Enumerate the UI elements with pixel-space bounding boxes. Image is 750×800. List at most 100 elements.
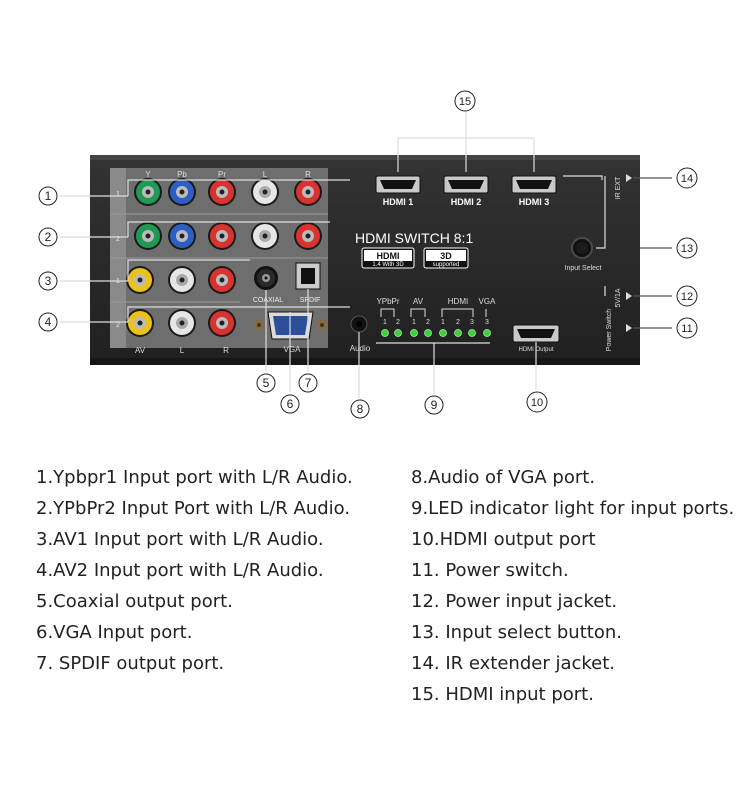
input-select-button[interactable] — [571, 237, 593, 259]
callout-15: 15 — [454, 90, 476, 112]
callout-3: 3 — [38, 271, 58, 291]
spdif-label: SPDIF — [300, 297, 321, 304]
rca-jack-av2-r[interactable] — [208, 309, 236, 337]
coaxial-label: COAXIAL — [253, 297, 283, 304]
hdmi-badge-text: HDMI — [377, 251, 400, 261]
jack-grid-lines — [110, 213, 328, 303]
led-group-av: AV — [413, 297, 424, 306]
legend-right: 8.Audio of VGA port. 9.LED indicator lig… — [411, 462, 734, 710]
led-number: 3 — [485, 319, 489, 326]
svg-text:2: 2 — [45, 230, 52, 244]
legend-item-7: 7. SPDIF output port. — [36, 653, 225, 674]
power-input-label: 5V/1A — [615, 288, 622, 307]
rca-jack-av1-r[interactable] — [208, 266, 236, 294]
rca-jack-av2-l[interactable] — [168, 309, 196, 337]
led-number: 2 — [396, 319, 400, 326]
callout-8: 8 — [350, 399, 370, 419]
hdmi-3-label: HDMI 3 — [519, 197, 550, 207]
svg-text:6: 6 — [287, 397, 294, 411]
vga-audio-jack[interactable] — [350, 315, 368, 333]
svg-text:8: 8 — [357, 402, 364, 416]
led-light — [439, 329, 447, 337]
svg-text:5: 5 — [263, 376, 270, 390]
callout-13: 13 — [676, 237, 698, 259]
callout-5: 5 — [256, 373, 276, 393]
hdmi-2-label: HDMI 2 — [451, 197, 482, 207]
header-r: R — [305, 170, 311, 179]
rca-jack-row1-pr[interactable] — [208, 178, 236, 206]
svg-text:11: 11 — [681, 323, 692, 335]
callout-6: 6 — [280, 394, 300, 414]
svg-text:15: 15 — [459, 96, 471, 108]
led-indicators — [381, 329, 491, 337]
callout-12: 12 — [676, 285, 698, 307]
led-group-hdmi: HDMI — [448, 297, 468, 306]
legend-item-3: 3.AV1 Input port with L/R Audio. — [36, 529, 324, 550]
callout-markers: 1 2 3 4 5 6 7 8 9 10 11 12 13 14 15 — [38, 90, 698, 419]
hdmi-port-3[interactable] — [511, 175, 557, 194]
led-group-vga: VGA — [479, 297, 497, 306]
rca-jack-row2-pb[interactable] — [168, 222, 196, 250]
label-r: R — [223, 346, 229, 355]
header-y: Y — [145, 170, 151, 179]
led-light — [394, 329, 402, 337]
hdmi-port-2[interactable] — [443, 175, 489, 194]
legend-item-14: 14. IR extender jacket. — [411, 653, 616, 674]
legend-item-1: 1.Ypbpr1 Input port with L/R Audio. — [36, 467, 353, 488]
legend-item-5: 5.Coaxial output port. — [36, 591, 233, 612]
callout-9: 9 — [424, 395, 444, 415]
led-group-ypbpr: YPbPr — [376, 297, 399, 306]
legend-item-9: 9.LED indicator light for input ports. — [411, 498, 735, 519]
led-light — [468, 329, 476, 337]
row-number-1: 1 — [116, 191, 120, 198]
callout-2: 2 — [38, 227, 58, 247]
svg-text:9: 9 — [431, 398, 438, 412]
led-light — [381, 329, 389, 337]
row-number-2: 2 — [116, 236, 120, 243]
rca-jack-row1-y[interactable] — [134, 178, 162, 206]
hdmi-port-1[interactable] — [375, 175, 421, 194]
led-light — [483, 329, 491, 337]
rca-jack-row2-l[interactable] — [251, 222, 279, 250]
rca-jack-row1-l[interactable] — [251, 178, 279, 206]
header-pb: Pb — [177, 170, 187, 179]
device-bottom-edge — [90, 358, 640, 365]
led-number: 3 — [470, 319, 474, 326]
input-select-label: Input Select — [565, 265, 602, 272]
rca-jack-row2-y[interactable] — [134, 222, 162, 250]
audio-label: Audio — [350, 344, 371, 353]
coaxial-jack[interactable] — [254, 266, 278, 290]
hdmi-1-label: HDMI 1 — [383, 197, 414, 207]
rca-jack-row2-r[interactable] — [294, 222, 322, 250]
3d-badge: 3D supported — [423, 247, 469, 269]
led-light — [410, 329, 418, 337]
legend-item-4: 4.AV2 Input port with L/R Audio. — [36, 560, 324, 581]
spdif-port[interactable] — [295, 262, 321, 290]
led-number: 2 — [456, 319, 460, 326]
hdmi-badge: HDMI 1.4 With 3D — [361, 247, 415, 269]
rca-jack-row2-pr[interactable] — [208, 222, 236, 250]
callout-10: 10 — [526, 391, 548, 413]
led-number: 2 — [426, 319, 430, 326]
callout-7: 7 — [298, 373, 318, 393]
rca-jack-row1-pb[interactable] — [168, 178, 196, 206]
power-switch-label: Power Switch — [606, 309, 613, 352]
svg-text:1: 1 — [45, 189, 52, 203]
rca-jack-av1-video[interactable] — [126, 266, 154, 294]
leader-lines-right — [633, 177, 672, 329]
rca-jack-av2-video[interactable] — [126, 309, 154, 337]
callout-11: 11 — [676, 317, 698, 339]
vga-label: VGA — [284, 345, 302, 354]
rca-jack-row1-r[interactable] — [294, 178, 322, 206]
device-panel-edge — [90, 155, 640, 160]
hdmi-output-port[interactable] — [512, 324, 560, 343]
led-number: 1 — [441, 319, 445, 326]
led-light — [424, 329, 432, 337]
hdmi-badge-sub: 1.4 With 3D — [372, 262, 404, 268]
led-number: 1 — [412, 319, 416, 326]
legend-item-12: 12. Power input jacket. — [411, 591, 618, 612]
device-title: HDMI SWITCH 8:1 — [355, 230, 473, 246]
3d-badge-sub: supported — [433, 262, 460, 268]
rca-jack-av1-l[interactable] — [168, 266, 196, 294]
svg-text:14: 14 — [681, 173, 693, 185]
